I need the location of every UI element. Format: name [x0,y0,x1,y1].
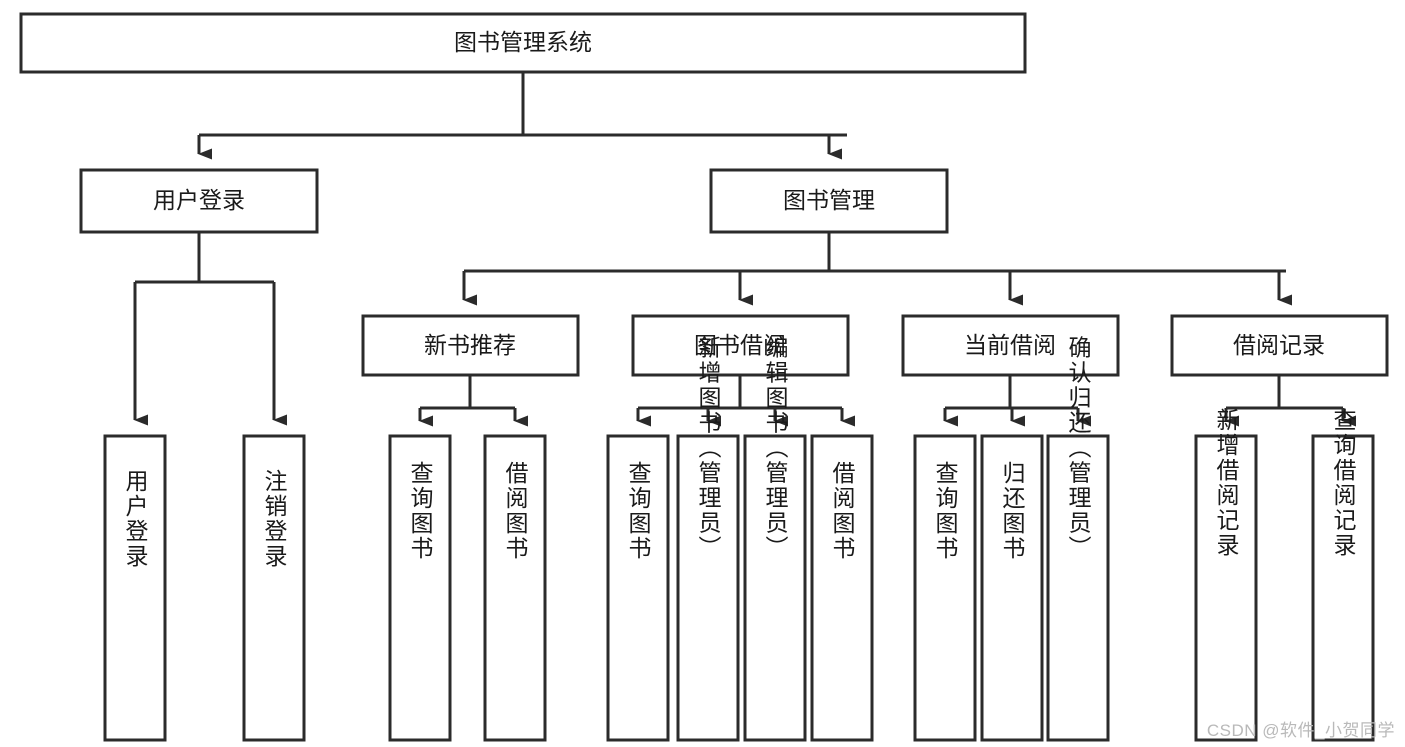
node-leaf-query-record[interactable]: 查询借阅记录 [1311,408,1375,742]
node-current-borrow-label: 当前借阅 [964,332,1056,358]
node-leaf-confirm-return[interactable]: 确认归还（管理员） [1046,336,1110,742]
node-book-mgmt-label: 图书管理 [783,187,875,213]
edge-book-borrow-to-leaves [636,375,855,427]
edge-current-borrow-to-leaves [943,375,1091,427]
edge-book-mgmt-to-level3 [462,232,1292,306]
node-leaf-query-book-3[interactable]: 查询图书 [913,434,977,742]
node-leaf-query-book-3-label: 查询图书 [932,461,959,561]
node-leaf-return-book[interactable]: 归还图书 [980,434,1044,742]
node-leaf-borrow-book-2-label: 借阅图书 [829,461,856,561]
node-root-label: 图书管理系统 [454,29,592,55]
node-leaf-user-login-label: 用户登录 [122,469,149,569]
node-new-book-rec[interactable]: 新书推荐 [361,314,580,377]
node-leaf-query-book-2-label: 查询图书 [625,461,652,561]
node-leaf-return-book-label: 归还图书 [999,461,1026,561]
node-book-borrow[interactable]: 图书借阅 [631,314,850,377]
node-leaf-query-book-1-label: 查询图书 [407,461,434,561]
node-layer: 图书管理系统 用户登录 图书管理 新书推荐 图书借阅 [19,12,1389,742]
node-leaf-edit-book[interactable]: 编辑图书（管理员） [743,336,807,742]
node-leaf-query-book-1[interactable]: 查询图书 [388,434,452,742]
node-leaf-add-record[interactable]: 新增借阅记录 [1194,408,1258,742]
node-user-login-label: 用户登录 [153,187,245,213]
node-leaf-borrow-book-1[interactable]: 借阅图书 [483,434,547,742]
edge-layer [133,72,1356,427]
node-leaf-borrow-book-1-label: 借阅图书 [502,461,529,561]
node-leaf-edit-book-label: 编辑图书（管理员） [762,336,789,561]
node-borrow-record-label: 借阅记录 [1233,332,1325,358]
node-new-book-rec-label: 新书推荐 [424,332,516,358]
edge-new-book-rec-to-leaves [418,375,528,427]
node-leaf-confirm-return-label: 确认归还（管理员） [1065,336,1092,561]
node-leaf-add-record-label: 新增借阅记录 [1213,408,1240,558]
node-leaf-logout-label: 注销登录 [261,469,288,569]
node-leaf-logout[interactable]: 注销登录 [242,434,306,742]
edge-root-to-level2 [197,72,847,160]
node-root[interactable]: 图书管理系统 [19,12,1027,74]
node-borrow-record[interactable]: 借阅记录 [1170,314,1389,377]
node-leaf-query-record-label: 查询借阅记录 [1330,408,1357,558]
node-leaf-add-book[interactable]: 新增图书（管理员） [676,336,740,742]
node-user-login[interactable]: 用户登录 [79,168,319,234]
edge-borrow-record-to-leaves [1224,375,1356,427]
node-leaf-query-book-2[interactable]: 查询图书 [606,434,670,742]
edge-user-login-to-leaves [133,232,287,426]
node-book-borrow-label: 图书借阅 [694,332,786,358]
node-leaf-borrow-book-2[interactable]: 借阅图书 [810,434,874,742]
node-leaf-user-login[interactable]: 用户登录 [103,434,167,742]
node-leaf-add-book-label: 新增图书（管理员） [695,336,722,561]
node-current-borrow[interactable]: 当前借阅 [901,314,1120,377]
node-book-mgmt[interactable]: 图书管理 [709,168,949,234]
